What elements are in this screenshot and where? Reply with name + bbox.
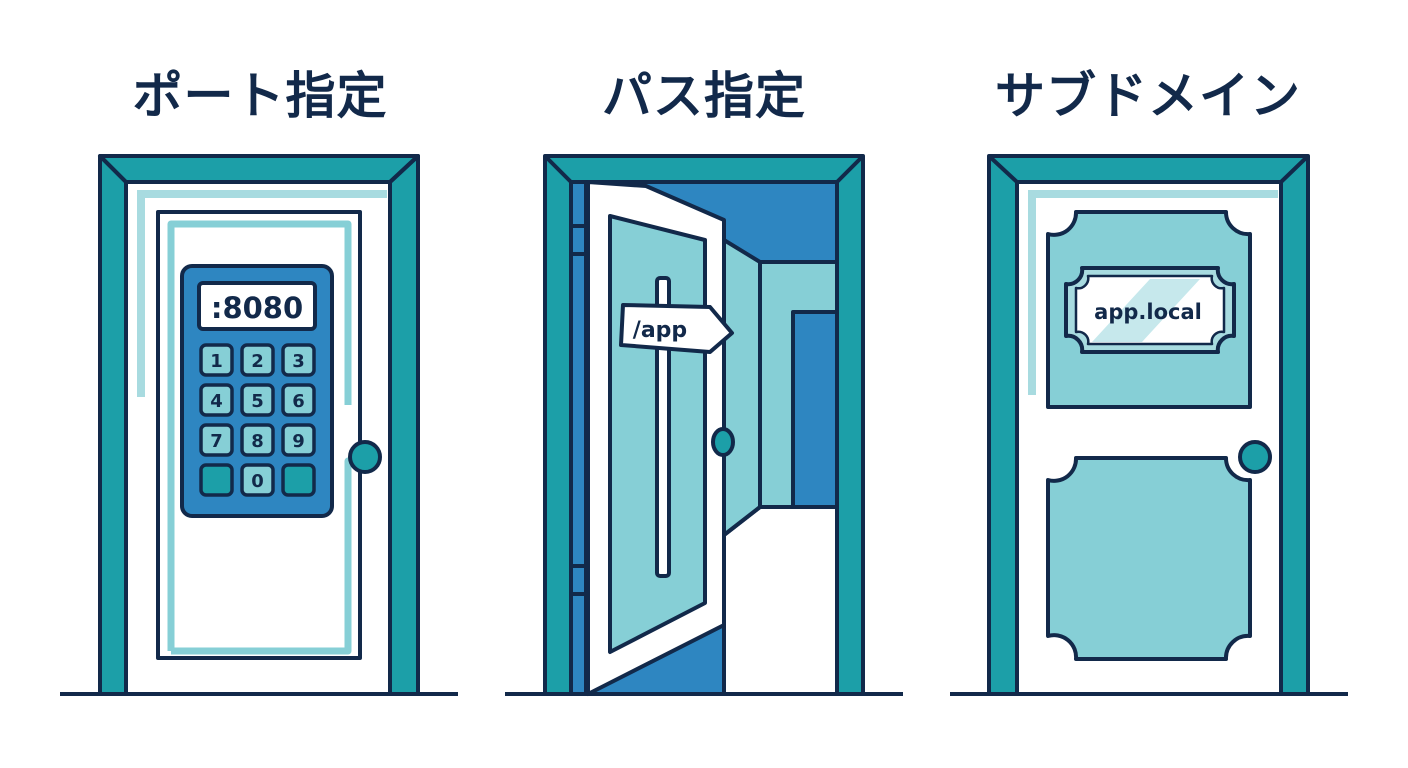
keypad-key-label: 2	[251, 351, 264, 372]
keypad-key	[281, 343, 316, 377]
keypad-key	[281, 423, 316, 457]
keypad-key	[199, 463, 234, 497]
keypad-key-label: 0	[251, 471, 264, 492]
title-path: パス指定	[602, 67, 806, 125]
keypad-key	[240, 463, 275, 497]
subdomain-door	[987, 154, 1310, 696]
keypad-key-label: 1	[210, 351, 223, 372]
keypad-key	[199, 383, 234, 417]
keypad-key	[240, 343, 275, 377]
keypad-key-label: 4	[210, 391, 223, 412]
title-port: ポート指定	[132, 67, 388, 125]
keypad-key-label: 8	[251, 431, 264, 452]
port-label: :8080	[211, 291, 303, 325]
path-label: /app	[633, 318, 687, 343]
keypad-key	[240, 383, 275, 417]
keypad-key	[199, 423, 234, 457]
title-subdomain: サブドメイン	[995, 67, 1301, 125]
keypad-key-label: 5	[251, 391, 264, 412]
path-door	[543, 154, 865, 696]
keypad-key-label: 6	[292, 391, 305, 412]
keypad-key	[240, 423, 275, 457]
keypad-key-label: 9	[292, 431, 305, 452]
keypad-key-label: 3	[292, 351, 305, 372]
keypad-key	[199, 343, 234, 377]
subdomain-label: app.local	[1094, 300, 1202, 324]
keypad-key-label: 7	[210, 431, 223, 452]
keypad-keys: 1 2 3 4 5 6 7 8 9 0	[199, 343, 316, 497]
keypad-key	[281, 383, 316, 417]
keypad-key	[281, 463, 316, 497]
